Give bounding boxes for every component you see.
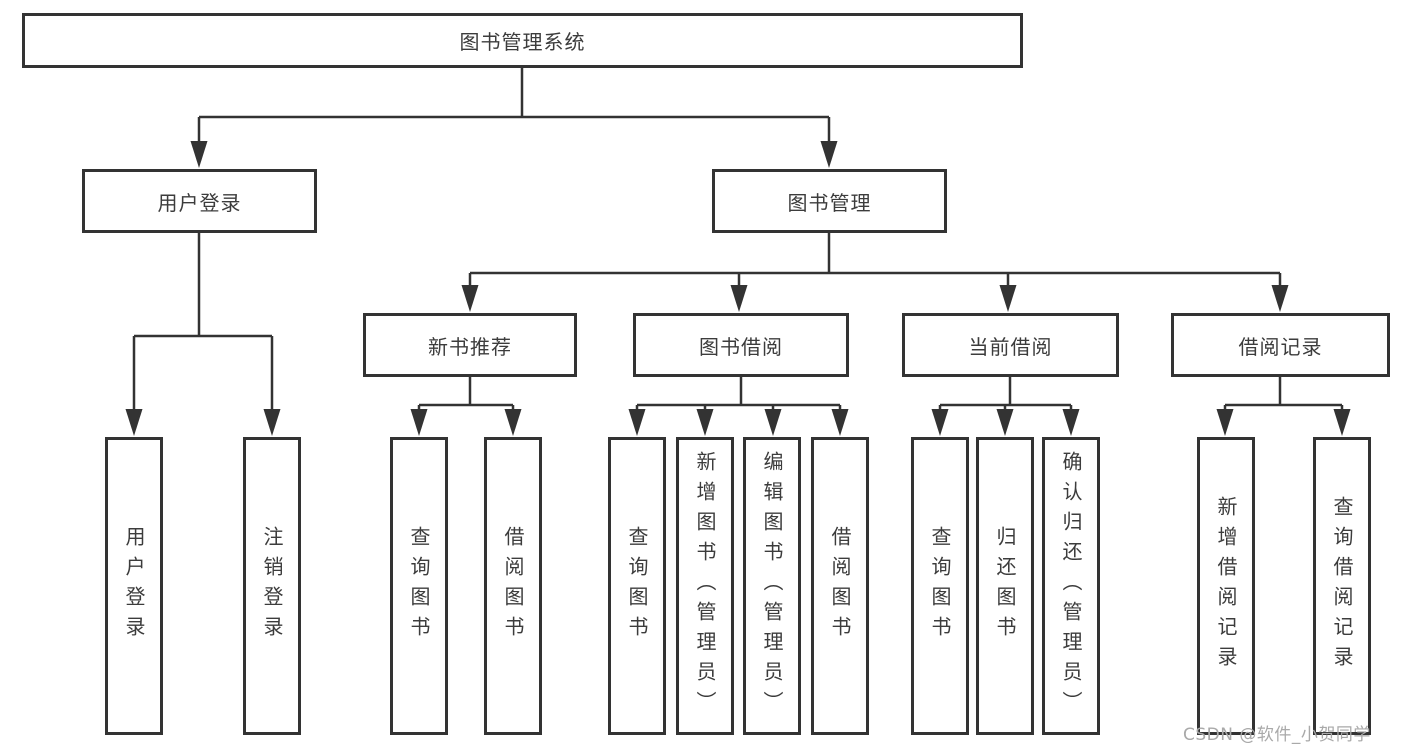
node-current-borrowing-label: 当前借阅: [968, 334, 1053, 359]
node-leaf-logout: 注销登录: [243, 437, 301, 735]
node-leaf-cb-query-books-label: 查询图书: [928, 526, 952, 646]
node-leaf-cb-confirm-return-label: 确认归还（管理员）: [1059, 451, 1083, 721]
csdn-watermark: CSDN @软件_小贺同学: [1183, 725, 1371, 745]
node-leaf-user-login: 用户登录: [105, 437, 163, 735]
node-leaf-br-query-record-label: 查询借阅记录: [1330, 496, 1354, 676]
node-leaf-cb-return-books: 归还图书: [976, 437, 1034, 735]
node-book-management-label: 图书管理: [787, 190, 872, 215]
node-leaf-logout-label: 注销登录: [260, 526, 284, 646]
node-leaf-br-query-record: 查询借阅记录: [1313, 437, 1371, 735]
node-new-book-recommend: 新书推荐: [363, 313, 577, 377]
node-leaf-br-add-record-label: 新增借阅记录: [1214, 496, 1238, 676]
node-book-borrowing-label: 图书借阅: [699, 334, 783, 359]
node-current-borrowing: 当前借阅: [902, 313, 1119, 377]
node-book-management: 图书管理: [712, 169, 947, 233]
arrowhead-icons: [125, 141, 1351, 436]
node-leaf-bb-add-books-label: 新增图书（管理员）: [693, 451, 717, 721]
node-borrowing-records: 借阅记录: [1171, 313, 1390, 377]
node-user-login: 用户登录: [82, 169, 317, 233]
node-leaf-bb-borrow-books: 借阅图书: [811, 437, 869, 735]
node-root-label: 图书管理系统: [459, 30, 586, 54]
node-leaf-cb-confirm-return: 确认归还（管理员）: [1042, 437, 1100, 735]
node-root-system: 图书管理系统: [22, 13, 1023, 68]
node-leaf-bb-edit-books: 编辑图书（管理员）: [743, 437, 801, 735]
node-leaf-cb-query-books: 查询图书: [911, 437, 969, 735]
node-leaf-bb-add-books: 新增图书（管理员）: [676, 437, 734, 735]
node-borrowing-records-label: 借阅记录: [1238, 334, 1323, 359]
node-leaf-bb-edit-books-label: 编辑图书（管理员）: [760, 451, 784, 721]
node-leaf-br-add-record: 新增借阅记录: [1197, 437, 1255, 735]
node-leaf-bb-borrow-books-label: 借阅图书: [828, 526, 852, 646]
node-leaf-cb-return-books-label: 归还图书: [993, 526, 1017, 646]
node-new-book-recommend-label: 新书推荐: [428, 334, 512, 359]
node-leaf-nb-borrow-books-label: 借阅图书: [501, 526, 525, 646]
node-book-borrowing: 图书借阅: [633, 313, 849, 377]
node-leaf-nb-query-books: 查询图书: [390, 437, 448, 735]
node-leaf-bb-query-books-label: 查询图书: [625, 526, 649, 646]
node-leaf-nb-query-books-label: 查询图书: [407, 526, 431, 646]
node-leaf-bb-query-books: 查询图书: [608, 437, 666, 735]
node-user-login-label: 用户登录: [157, 190, 242, 215]
node-leaf-user-login-label: 用户登录: [122, 526, 146, 646]
node-leaf-nb-borrow-books: 借阅图书: [484, 437, 542, 735]
